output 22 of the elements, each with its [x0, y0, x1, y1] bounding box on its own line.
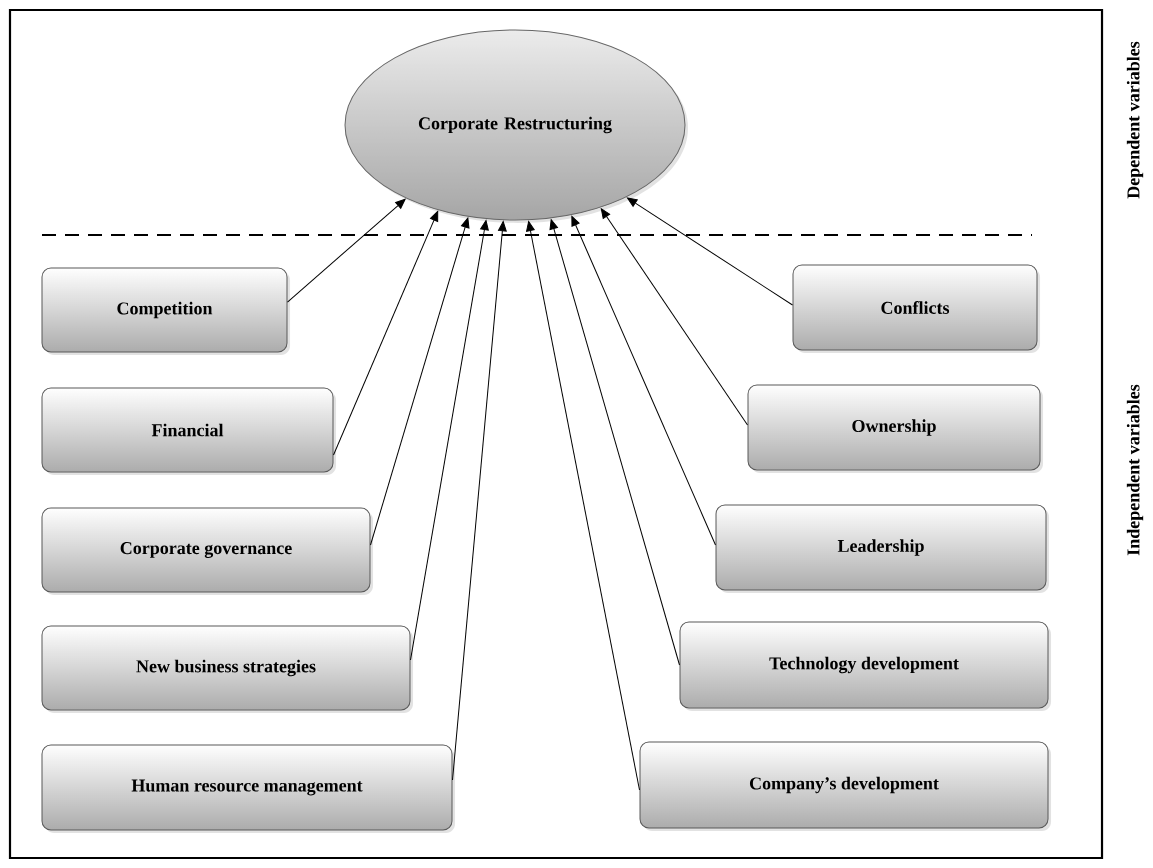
arrow	[600, 208, 748, 426]
arrow	[452, 221, 507, 781]
variable-box: Competition	[41, 267, 290, 355]
arrow	[370, 217, 470, 546]
axis-label: Dependent variables	[1126, 41, 1144, 199]
variable-box: Conflicts	[792, 264, 1040, 353]
variable-box: Technology development	[679, 621, 1051, 711]
arrow	[526, 221, 640, 791]
arrow	[549, 219, 680, 666]
arrow	[571, 215, 716, 546]
arrow	[287, 198, 406, 303]
variable-box: Ownership	[747, 384, 1043, 473]
arrow	[333, 211, 439, 456]
variable-box: New business strategies	[41, 625, 413, 713]
arrow	[410, 219, 489, 661]
arrow	[626, 197, 793, 306]
variable-box: Leadership	[715, 504, 1049, 593]
variable-box: Company’s development	[639, 741, 1051, 831]
variable-box: Corporate governance	[41, 507, 373, 595]
axis-label: Independent variables	[1126, 384, 1144, 556]
variable-box: Human resource management	[41, 744, 455, 833]
variable-box: Financial	[41, 387, 336, 475]
